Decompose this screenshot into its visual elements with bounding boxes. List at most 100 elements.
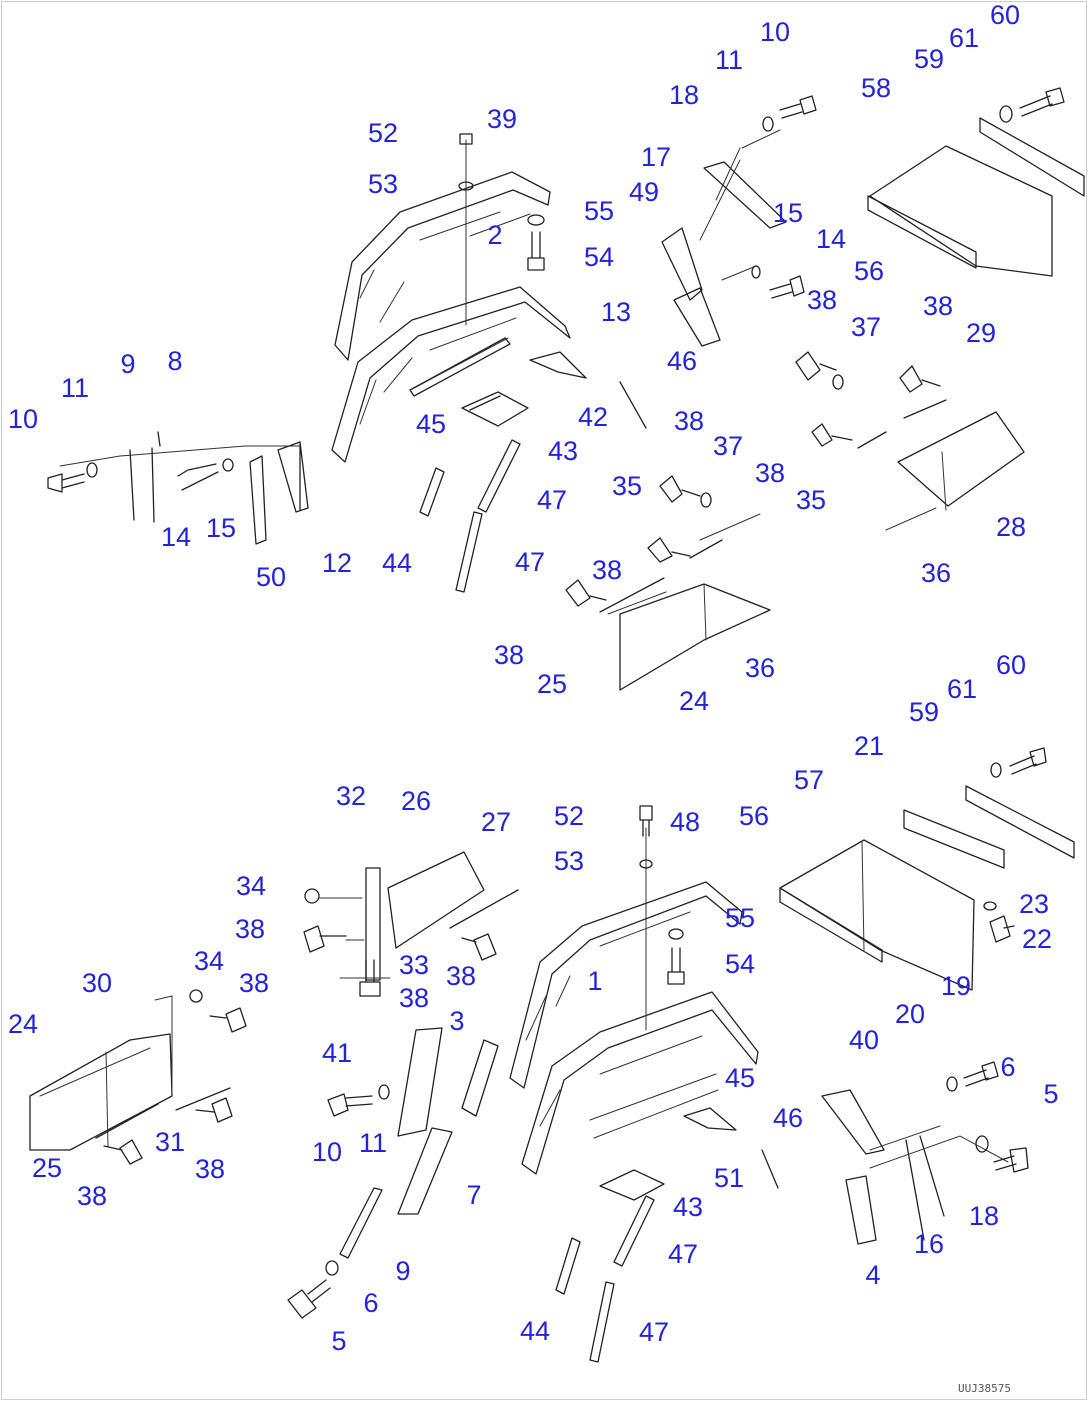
mudflap-58 [869, 145, 1053, 277]
callout-23: 23 [1019, 889, 1049, 919]
callout-38: 38 [923, 291, 953, 321]
bar-25-lower [95, 1103, 159, 1139]
bolt-14-top [769, 275, 805, 299]
bolt-10-upper [47, 473, 85, 493]
callout-45: 45 [725, 1063, 755, 1093]
rod-46-lower [761, 1149, 779, 1189]
callout-61: 61 [947, 674, 977, 704]
callout-44: 44 [520, 1316, 550, 1346]
callout-19: 19 [941, 971, 971, 1001]
bolt-52-lower [639, 805, 653, 837]
callout-38: 38 [235, 914, 265, 944]
bar-25-upper [599, 577, 665, 613]
bracket-43 [461, 391, 529, 427]
callout-30: 30 [82, 968, 112, 998]
callout-56: 56 [739, 801, 769, 831]
callout-59: 59 [914, 44, 944, 74]
callout-35: 35 [796, 485, 826, 515]
bracket-7 [397, 1127, 453, 1215]
callout-11: 11 [61, 373, 89, 403]
callout-37: 37 [713, 431, 743, 461]
callout-52: 52 [368, 118, 398, 148]
callout-37: 37 [851, 312, 881, 342]
washer-15-top [751, 265, 761, 279]
washer-15-upper [222, 458, 234, 472]
callout-18: 18 [669, 80, 699, 110]
callout-55: 55 [584, 196, 614, 226]
washer-11-upper [86, 462, 98, 478]
callout-38: 38 [446, 961, 476, 991]
callout-49: 49 [629, 177, 659, 207]
bracket-40 [821, 1089, 885, 1155]
bar-27 [449, 889, 519, 929]
callout-15: 15 [206, 513, 236, 543]
washer-37-b [700, 492, 712, 508]
callout-22: 22 [1022, 924, 1052, 954]
callout-55: 55 [725, 903, 755, 933]
plate-18-lower [919, 1135, 945, 1217]
bracket-13 [673, 287, 721, 347]
washer-37-a [832, 374, 844, 390]
callout-31: 31 [155, 1127, 185, 1157]
callout-12: 12 [322, 548, 352, 578]
callout-56: 56 [854, 256, 884, 286]
callout-25: 25 [32, 1153, 62, 1183]
callout-43: 43 [548, 436, 578, 466]
callout-18: 18 [969, 1201, 999, 1231]
washer-55-lower [668, 928, 684, 940]
callout-5: 5 [1043, 1079, 1058, 1109]
callout-5: 5 [331, 1326, 346, 1356]
callout-60: 60 [996, 650, 1026, 680]
stay-47-a [477, 439, 521, 513]
callout-10: 10 [8, 404, 38, 434]
bar-35-a [857, 431, 887, 449]
bracket-4 [845, 1175, 877, 1245]
callout-8: 8 [167, 346, 182, 376]
callout-2: 2 [487, 220, 502, 250]
fender-1 [521, 991, 759, 1175]
guard-26 [387, 851, 485, 949]
callout-60: 60 [990, 0, 1020, 30]
callout-38: 38 [755, 458, 785, 488]
callout-20: 20 [895, 999, 925, 1029]
bracket-42 [529, 351, 587, 379]
washer-53 [458, 181, 474, 191]
stay-47-d [589, 1281, 615, 1363]
callout-57: 57 [794, 765, 824, 795]
stay-47-b [455, 511, 483, 593]
callout-46: 46 [773, 1103, 803, 1133]
bolt-52 [459, 133, 473, 145]
callout-38: 38 [674, 406, 704, 436]
callout-9: 9 [120, 349, 135, 379]
callout-59: 59 [909, 697, 939, 727]
callout-33: 33 [399, 950, 429, 980]
callout-34: 34 [194, 946, 224, 976]
bolt-54 [527, 231, 545, 271]
callout-14: 14 [816, 224, 846, 254]
bolt-10-top [779, 95, 817, 119]
callout-47: 47 [515, 547, 545, 577]
plate-59-lower [965, 785, 1075, 859]
callout-10: 10 [312, 1137, 342, 1167]
bolts-38-group [565, 351, 941, 607]
callout-50: 50 [256, 562, 286, 592]
bracket-12 [277, 441, 309, 513]
callout-34: 34 [236, 871, 266, 901]
callout-6: 6 [363, 1288, 378, 1318]
washer-20 [946, 1076, 958, 1092]
callout-35: 35 [612, 471, 642, 501]
callout-13: 13 [601, 297, 631, 327]
plate-50 [249, 455, 267, 545]
plate-44 [419, 467, 445, 517]
callout-3: 3 [449, 1006, 464, 1036]
guard-24-upper [619, 583, 771, 691]
callout-17: 17 [641, 142, 671, 172]
plate-8 [151, 431, 161, 523]
callout-29: 29 [966, 318, 996, 348]
callout-28: 28 [996, 512, 1026, 542]
callout-10: 10 [760, 17, 790, 47]
callout-47: 47 [639, 1317, 669, 1347]
